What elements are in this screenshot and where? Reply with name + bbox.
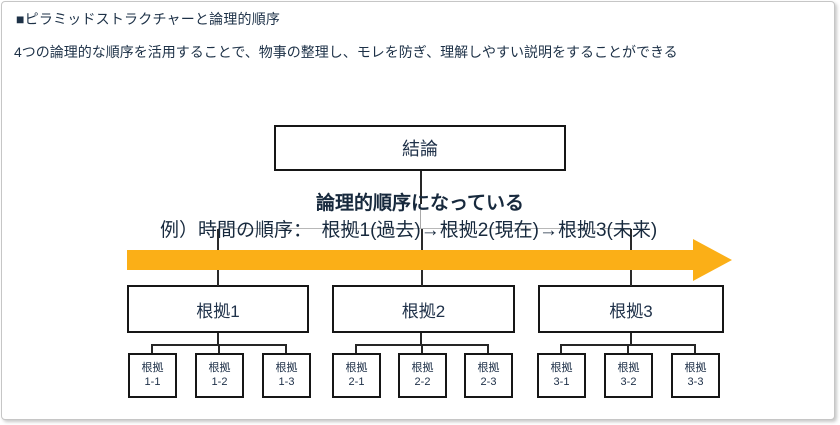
sub-box-line2: 2-2 <box>414 375 431 388</box>
bracket-drop-2-3 <box>487 344 489 353</box>
sub-box-line2: 3-1 <box>553 375 570 388</box>
evidence-sub-box-1-1: 根拠 1-1 <box>128 353 177 398</box>
connector-conclusion-lower <box>420 204 421 229</box>
evidence-sub-box-2-1: 根拠 2-1 <box>332 353 381 398</box>
sub-box-line1: 根拠 <box>684 361 707 374</box>
sub-box-line1: 根拠 <box>208 361 231 374</box>
bracket-drop-1-1 <box>151 344 153 353</box>
sub-box-line2: 2-3 <box>480 375 497 388</box>
bracket-stub-2 <box>420 333 422 346</box>
bracket-drop-3-3 <box>694 344 696 353</box>
evidence-box-3: 根拠3 <box>538 285 724 333</box>
sub-box-line2: 3-3 <box>687 375 704 388</box>
bracket-drop-3-1 <box>560 344 562 353</box>
bracket-drop-1-2 <box>218 344 220 353</box>
evidence-sub-box-3-1: 根拠 3-1 <box>537 353 586 398</box>
sub-box-line1: 根拠 <box>477 361 500 374</box>
time-order-example: 例）時間の順序： 根拠1(過去)→根拠2(現在)→根拠3(未来) <box>160 220 658 241</box>
conclusion-box: 結論 <box>274 125 566 171</box>
connector-rail <box>218 228 631 229</box>
slide-card <box>1 1 835 420</box>
arrow-body <box>127 250 693 270</box>
bracket-stub-1 <box>217 333 219 346</box>
sub-box-line2: 3-2 <box>620 375 637 388</box>
evidence-box-2: 根拠2 <box>332 285 515 333</box>
sub-box-line2: 1-1 <box>144 375 161 388</box>
sub-box-line2: 1-3 <box>278 375 295 388</box>
sub-box-line2: 1-2 <box>211 375 228 388</box>
slide-title: ■ピラミッドストラクチャーと論理的順序 <box>16 11 281 27</box>
sub-box-line2: 2-1 <box>348 375 365 388</box>
evidence-sub-box-1-2: 根拠 1-2 <box>195 353 244 398</box>
sub-box-line1: 根拠 <box>345 361 368 374</box>
sub-box-line1: 根拠 <box>550 361 573 374</box>
sub-box-line1: 根拠 <box>141 361 164 374</box>
bracket-drop-1-3 <box>285 344 287 353</box>
slide-subtitle: 4つの論理的な順序を活用することで、物事の整理し、モレを防ぎ、理解しやすい説明を… <box>14 44 678 60</box>
bracket-drop-3-2 <box>627 344 629 353</box>
evidence-sub-box-2-3: 根拠 2-3 <box>464 353 513 398</box>
bracket-drop-2-1 <box>355 344 357 353</box>
bracket-drop-2-2 <box>421 344 423 353</box>
evidence-box-1: 根拠1 <box>127 285 309 333</box>
evidence-sub-box-2-2: 根拠 2-2 <box>398 353 447 398</box>
evidence-sub-box-3-2: 根拠 3-2 <box>604 353 653 398</box>
evidence-sub-box-3-3: 根拠 3-3 <box>671 353 720 398</box>
sub-box-line1: 根拠 <box>617 361 640 374</box>
sub-box-line1: 根拠 <box>275 361 298 374</box>
connector-conclusion-stub <box>420 171 422 204</box>
logical-order-note: 論理的順序になっている <box>315 193 525 214</box>
bracket-stub-3 <box>630 333 632 346</box>
sub-box-line1: 根拠 <box>411 361 434 374</box>
evidence-sub-box-1-3: 根拠 1-3 <box>262 353 311 398</box>
arrow-right-icon <box>693 239 732 281</box>
